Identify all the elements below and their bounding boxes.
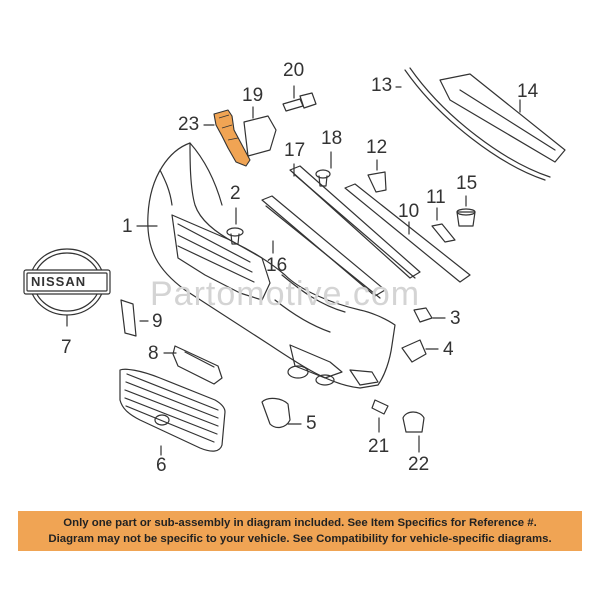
disclaimer-banner: Only one part or sub-assembly in diagram… bbox=[18, 511, 582, 551]
callout-16: 16 bbox=[266, 255, 288, 276]
callout-5: 5 bbox=[306, 413, 317, 434]
bumper-cover bbox=[147, 142, 396, 389]
callout-18: 18 bbox=[321, 128, 343, 149]
callout-1: 1 bbox=[122, 216, 133, 237]
disclaimer-line-2: Diagram may not be specific to your vehi… bbox=[48, 533, 552, 545]
nissan-emblem bbox=[23, 248, 111, 316]
watermark: Partomotive.com bbox=[150, 275, 421, 313]
sensor-21 bbox=[371, 399, 389, 415]
air-guide-14 bbox=[439, 73, 566, 163]
clip-15 bbox=[456, 211, 476, 227]
clip-2 bbox=[226, 227, 244, 245]
bracket-4 bbox=[401, 339, 427, 363]
callout-7: 7 bbox=[61, 337, 72, 358]
callout-12: 12 bbox=[366, 137, 388, 158]
callout-9: 9 bbox=[152, 311, 163, 332]
callout-10: 10 bbox=[398, 201, 420, 222]
sensor-22 bbox=[402, 411, 425, 433]
callout-3: 3 bbox=[450, 308, 461, 329]
callout-2: 2 bbox=[230, 183, 241, 204]
callout-23: 23 bbox=[178, 114, 200, 135]
license-bracket bbox=[172, 345, 223, 385]
bolt-20 bbox=[282, 92, 317, 112]
callout-21: 21 bbox=[368, 436, 390, 457]
front-grille bbox=[119, 368, 226, 452]
fog-lamp-bracket bbox=[261, 397, 291, 429]
emblem-logo-text: NISSAN bbox=[31, 274, 87, 289]
callout-13: 13 bbox=[371, 75, 393, 96]
bracket-3 bbox=[413, 307, 433, 323]
callout-4: 4 bbox=[443, 339, 454, 360]
bracket-12 bbox=[367, 171, 387, 193]
highlighted-part-23 bbox=[213, 109, 251, 167]
leader-lines bbox=[66, 85, 521, 456]
callout-6: 6 bbox=[156, 455, 167, 476]
callout-15: 15 bbox=[456, 173, 478, 194]
bracket-10 bbox=[344, 183, 471, 283]
callout-11: 11 bbox=[426, 187, 446, 208]
callout-17: 17 bbox=[284, 140, 306, 161]
part-19 bbox=[243, 115, 277, 157]
disclaimer-line-1: Only one part or sub-assembly in diagram… bbox=[63, 517, 537, 529]
bracket-11 bbox=[431, 223, 456, 243]
clip-18 bbox=[315, 169, 331, 187]
callout-14: 14 bbox=[517, 81, 539, 102]
reinforcement-17 bbox=[289, 165, 421, 279]
callout-20: 20 bbox=[283, 60, 305, 81]
molding-13 bbox=[404, 69, 546, 181]
callout-8: 8 bbox=[148, 343, 159, 364]
side-reflector bbox=[120, 299, 137, 337]
callout-19: 19 bbox=[242, 85, 264, 106]
callout-22: 22 bbox=[408, 454, 430, 475]
